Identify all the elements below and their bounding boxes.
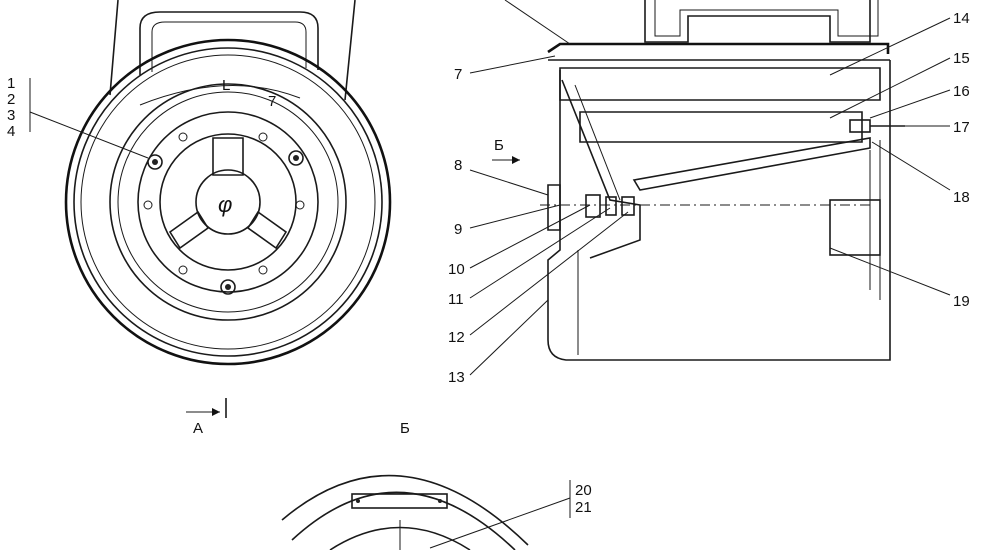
handle: [139, 11, 319, 75]
housing-bracket: [109, 0, 356, 101]
upper-housing: [644, 0, 871, 43]
bolt-circle-ring: [137, 111, 319, 293]
bolt-holes: [143, 132, 305, 295]
callout-3: 3: [7, 107, 15, 124]
callout-17: 17: [953, 119, 970, 136]
section-label-a: A: [193, 420, 203, 437]
callout-9: 9: [454, 221, 462, 238]
callout-11: 11: [448, 291, 464, 308]
callout-18: 18: [953, 189, 970, 206]
section-view: Б 7 8 9 10 11 12 13 14 15 16 17 18 19: [448, 0, 970, 386]
callout-13: 13: [448, 369, 465, 386]
callout-4: 4: [7, 123, 15, 140]
callout-14: 14: [953, 10, 970, 27]
callout-21: 21: [575, 499, 592, 516]
spokes: [168, 137, 288, 250]
inner-element: [579, 111, 863, 143]
cone-deflector: [632, 137, 871, 191]
view-b-outer-arc: [281, 474, 529, 546]
nut: [585, 194, 601, 218]
leader-1-4: [29, 111, 149, 159]
fastener-1-4: [147, 154, 163, 170]
callout-15: 15: [953, 50, 970, 67]
callout-20: 20: [575, 482, 592, 499]
center-symbol: φ: [218, 192, 232, 217]
callout-19: 19: [953, 293, 970, 310]
view-b: Б 20 21: [281, 420, 592, 550]
view-b-title: Б: [400, 420, 410, 437]
inner-hub-ring: [159, 133, 297, 271]
cover-ring: [109, 83, 347, 321]
callout-1: 1: [7, 75, 15, 92]
callout-16: 16: [953, 83, 970, 100]
mark-close: 7: [268, 93, 276, 110]
front-view-cover: L 7 φ 1 2 3 4 A: [7, 0, 392, 437]
callout-8: 8: [454, 157, 462, 174]
callout-10: 10: [448, 261, 465, 278]
callout-2: 2: [7, 91, 15, 108]
outer-rim: [64, 38, 392, 366]
mark-open: L: [222, 77, 230, 94]
filter-element: [559, 67, 881, 101]
view-b-arrow-label: Б: [494, 137, 504, 154]
cover-plate: [547, 184, 561, 231]
rim-ring: [73, 47, 383, 357]
center-boss: [195, 169, 261, 235]
view-b-plate: [351, 493, 448, 509]
callout-7: 7: [454, 66, 462, 83]
callout-12: 12: [448, 329, 465, 346]
